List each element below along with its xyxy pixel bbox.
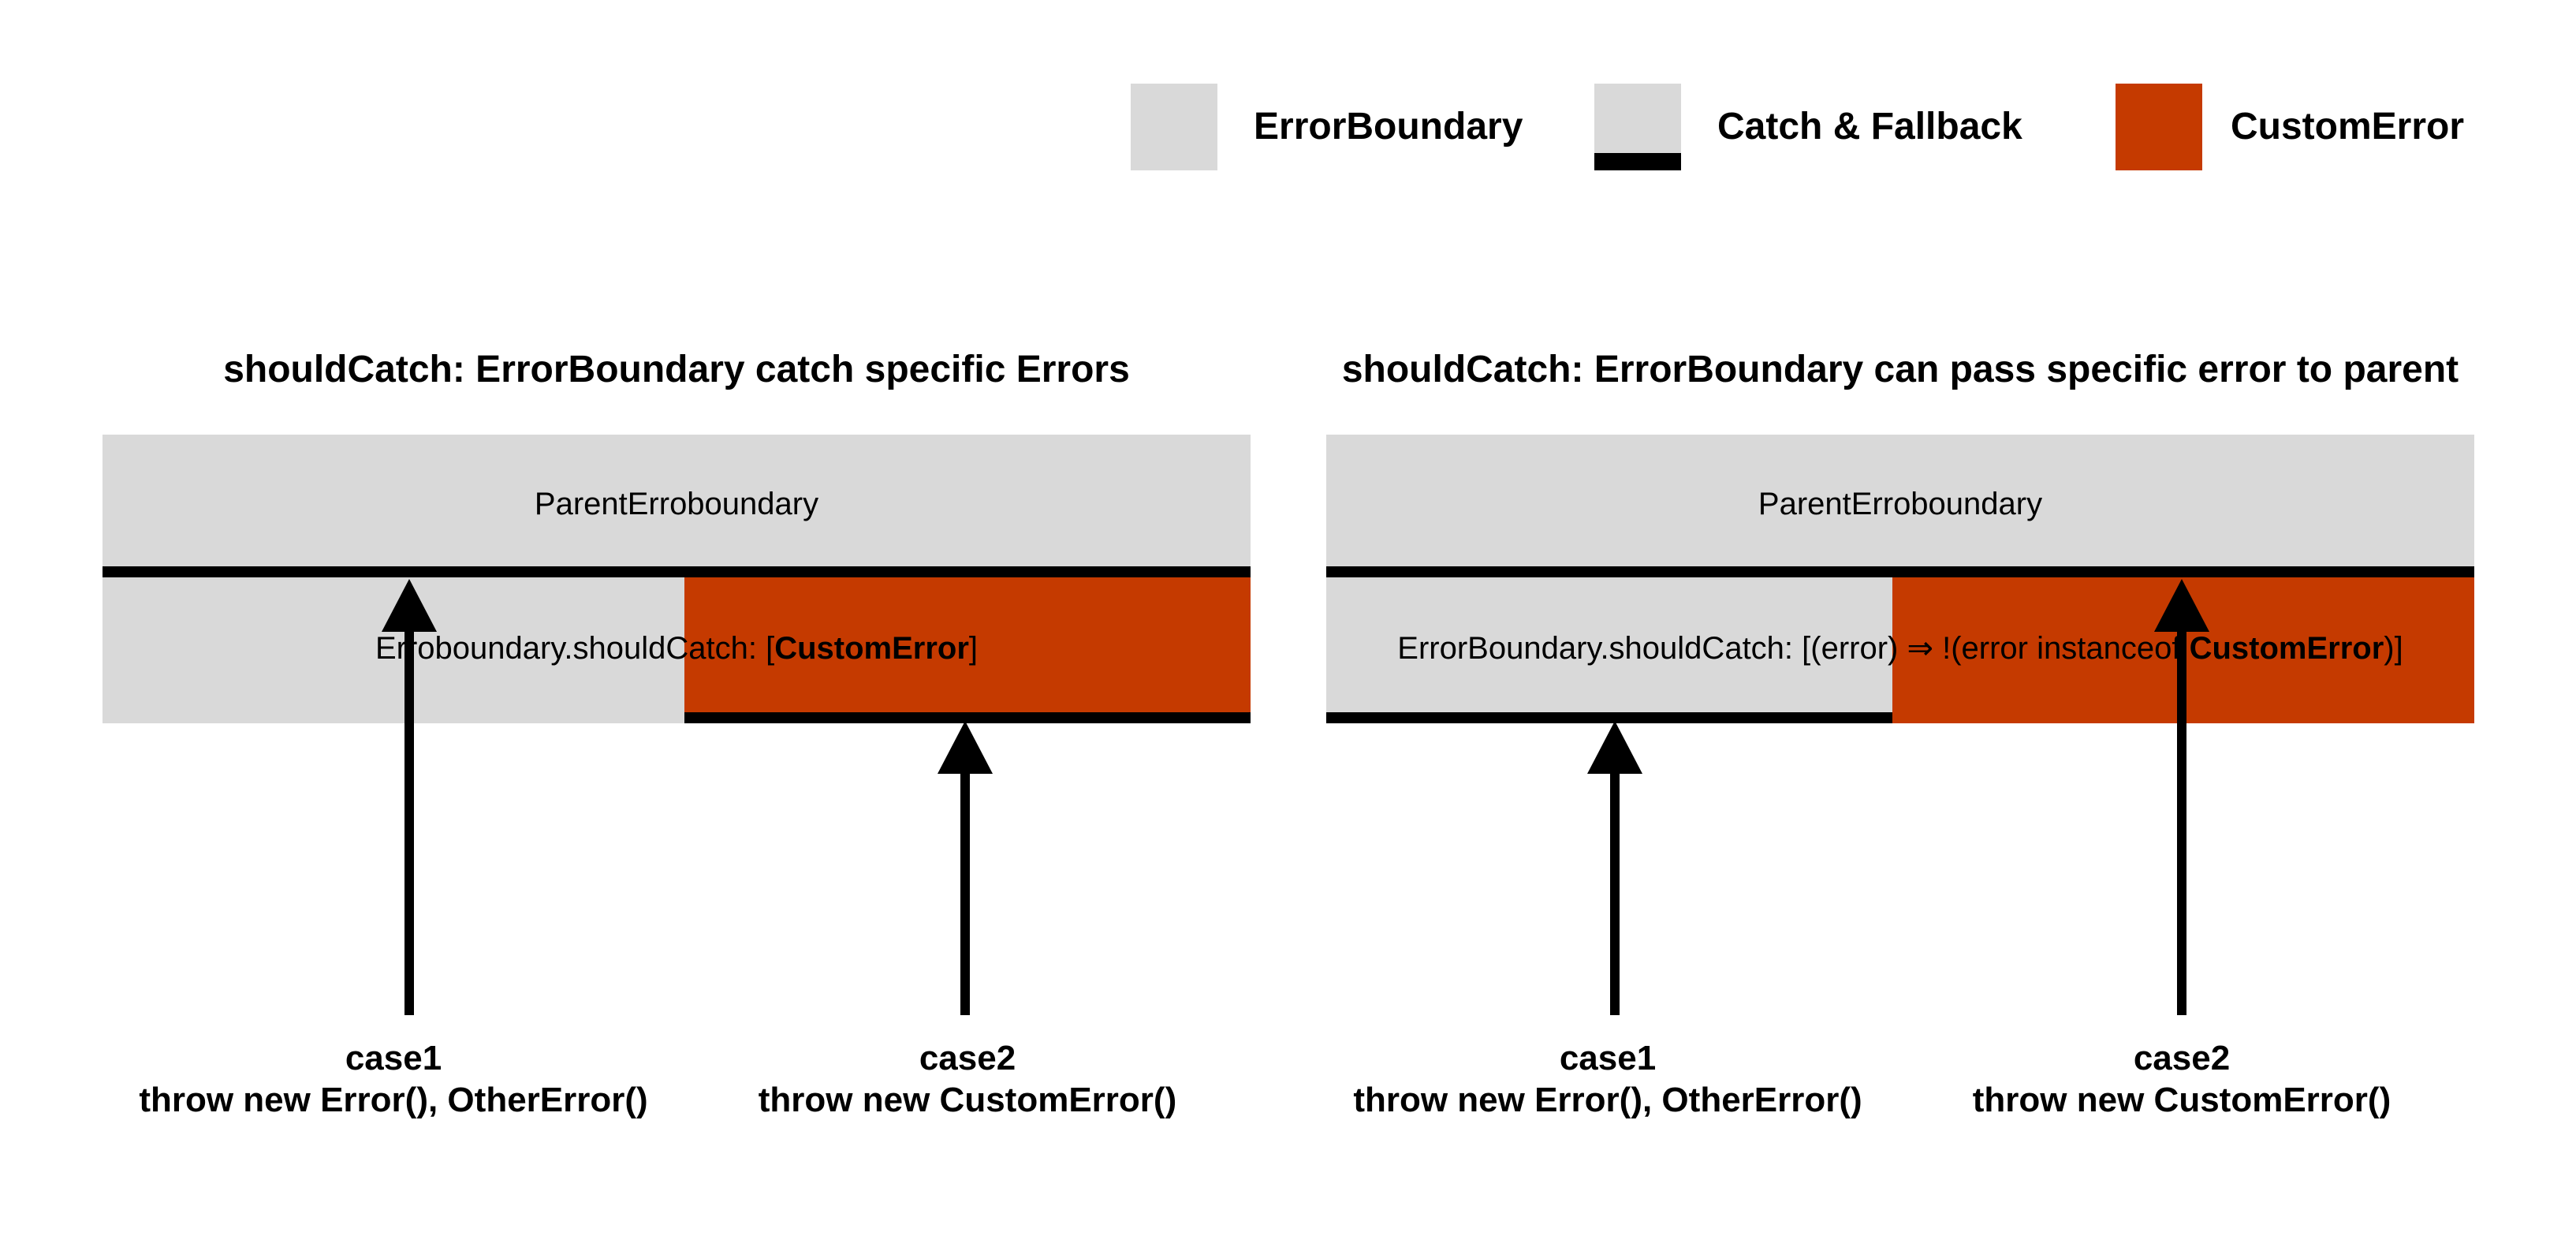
legend-label-catch-fallback: Catch & Fallback: [1717, 106, 2022, 147]
right-parent-label: ParentErroboundary: [1758, 487, 2043, 521]
left-child-customerror-zone: [684, 577, 1251, 712]
panel-left-title: shouldCatch: ErrorBoundary catch specifi…: [223, 349, 1130, 390]
legend-label-errorboundary: ErrorBoundary: [1254, 106, 1523, 147]
right-case2-desc: throw new CustomError(): [1972, 1081, 2391, 1119]
right-case2-caption: case2 throw new CustomError(): [1866, 1037, 2497, 1121]
legend-swatch-errorboundary: [1131, 84, 1217, 170]
left-case1-caption: case1 throw new Error(), OtherError(): [78, 1037, 709, 1121]
right-parent-boundary: ParentErroboundary: [1326, 435, 2474, 566]
right-child-catch-bar: [1326, 712, 1892, 723]
legend-swatch-customerror: [2116, 84, 2202, 170]
left-case2-caption: case2 throw new CustomError(): [652, 1037, 1283, 1121]
right-case1-arrow: [1587, 721, 1642, 1015]
left-child-label: Erroboundary.shouldCatch: [CustomError]: [375, 631, 979, 666]
left-case2-desc: throw new CustomError(): [758, 1081, 1177, 1119]
right-child-boundary: [1326, 577, 1892, 712]
right-case1-caption: case1 throw new Error(), OtherError(): [1292, 1037, 1923, 1121]
left-case1-desc: throw new Error(), OtherError(): [139, 1081, 648, 1119]
panel-right-title: shouldCatch: ErrorBoundary can pass spec…: [1341, 349, 2459, 390]
right-case2-arrow: [2154, 579, 2209, 1015]
right-case2-title: case2: [2133, 1039, 2231, 1077]
right-child-label: ErrorBoundary.shouldCatch: [(error) ⇒ !(…: [1397, 631, 2403, 666]
left-case1-arrow: [382, 579, 437, 1015]
right-parent-catch-bar: [1326, 566, 2474, 577]
left-parent-boundary: ParentErroboundary: [103, 435, 1251, 566]
right-case1-title: case1: [1559, 1039, 1657, 1077]
legend-swatch-catch-fallback: [1594, 84, 1681, 170]
legend-label-customerror: CustomError: [2231, 106, 2465, 147]
left-parent-label: ParentErroboundary: [534, 487, 819, 521]
right-case1-desc: throw new Error(), OtherError(): [1353, 1081, 1862, 1119]
left-case2-title: case2: [919, 1039, 1016, 1077]
left-child-catch-bar: [684, 712, 1251, 723]
left-case1-title: case1: [345, 1039, 442, 1077]
left-parent-catch-bar: [103, 566, 1251, 577]
left-case2-arrow: [938, 721, 993, 1015]
left-child-boundary: [103, 577, 684, 723]
